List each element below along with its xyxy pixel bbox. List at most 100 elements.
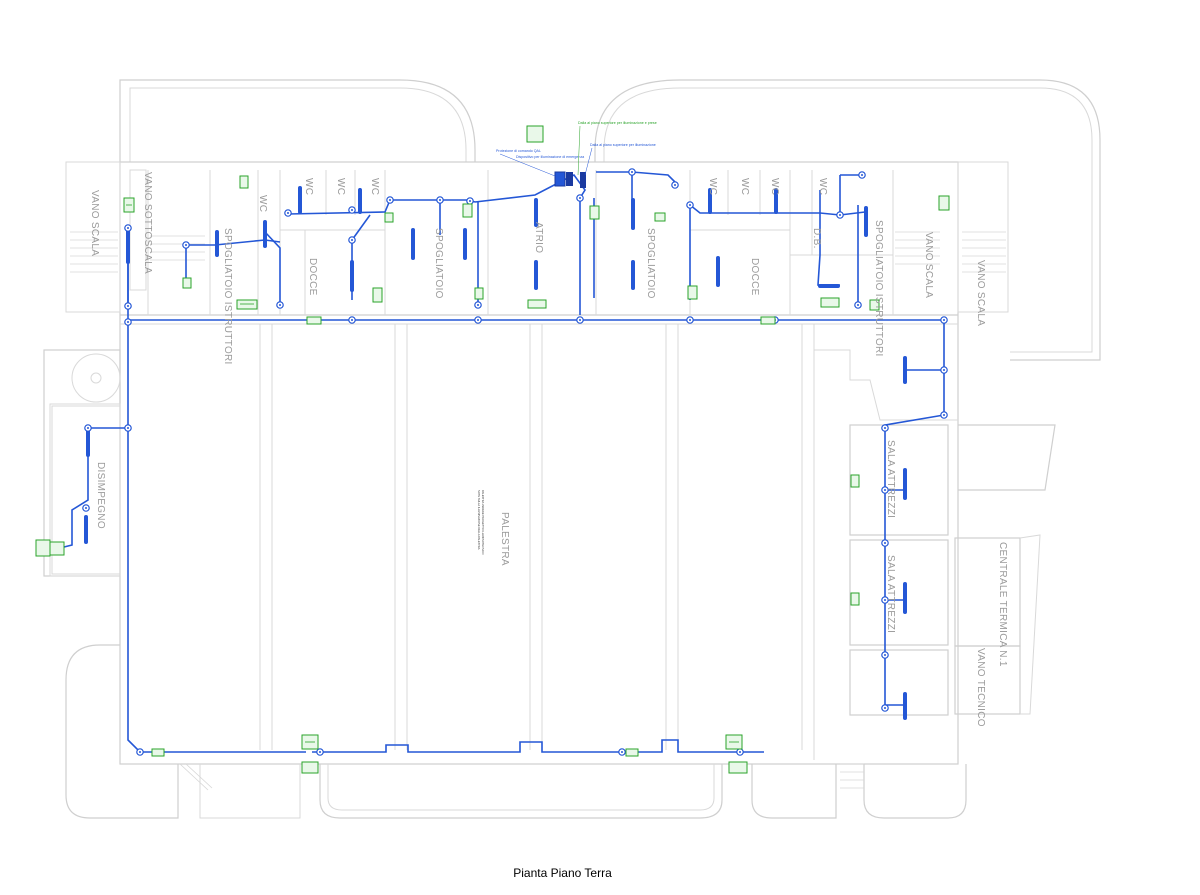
room-label: SPOGLIATOIO ISTRUTTORI — [222, 228, 233, 365]
junction-node — [671, 181, 679, 189]
switch-symbol — [527, 299, 547, 309]
junction-node — [576, 194, 584, 202]
room-label: VANO SCALA — [975, 260, 986, 326]
switch-symbol — [462, 203, 473, 218]
room-label: VANO SCALA — [89, 190, 100, 256]
switch-symbol — [301, 734, 319, 750]
switch-symbol — [123, 197, 135, 213]
room-label: ATRIO — [533, 222, 544, 253]
junction-node — [284, 209, 292, 217]
junction-node — [618, 748, 626, 756]
room-label: WC — [707, 178, 718, 195]
control-unit — [566, 172, 573, 186]
room-label: WC — [739, 178, 750, 195]
junction-node — [940, 366, 948, 374]
room-label: DOCCE — [749, 258, 760, 296]
junction-node — [348, 316, 356, 324]
annotation: NOTE SULLA ILLUMINAZIONE DELLA PALESTRA — [477, 490, 481, 550]
junction-node — [386, 196, 394, 204]
junction-node — [124, 224, 132, 232]
junction-node — [316, 748, 324, 756]
room-label: CENTRALE TERMICA N.1 — [997, 542, 1008, 667]
junction-node — [474, 316, 482, 324]
room-label: D.B. — [811, 228, 822, 249]
switch-symbol — [49, 541, 65, 556]
junction-node — [348, 206, 356, 214]
room-label: SPOGLIATOIO — [433, 228, 444, 299]
junction-node — [736, 748, 744, 756]
room-label: VANO SOTTOSCALA — [142, 172, 153, 274]
junction-node — [881, 596, 889, 604]
switch-symbol — [372, 287, 383, 303]
switch-symbol — [239, 175, 249, 189]
annotation: Dalla al piano superiore per illuminazio… — [590, 143, 656, 147]
junction-node — [686, 201, 694, 209]
switch-symbol — [301, 761, 319, 774]
wiring — [59, 171, 945, 753]
junction-node — [124, 318, 132, 326]
annotation: Protezione di comando QAL — [496, 149, 541, 153]
annotations: Protezione di comando QAL Dispositivo pe… — [477, 121, 657, 554]
room-label: VANO TECNICO — [975, 648, 986, 727]
light-fixtures — [84, 186, 907, 720]
switch-symbol — [236, 299, 258, 310]
annotation: Dalla al piano superiore per illuminazio… — [578, 121, 657, 125]
room-label: PALESTRA — [499, 512, 510, 566]
junction-node — [940, 316, 948, 324]
junction-node — [82, 504, 90, 512]
switch-symbol — [589, 205, 600, 220]
switch-symbol — [526, 125, 544, 143]
room-label: DOCCE — [307, 258, 318, 296]
room-label: SPOGLIATOIO — [645, 228, 656, 299]
switch-symbol — [151, 748, 165, 757]
building-walls — [43, 79, 1101, 819]
switch-symbol — [687, 285, 698, 300]
plan-caption: Pianta Piano Terra — [513, 866, 612, 880]
room-label: DISIMPEGNO — [95, 462, 106, 529]
room-label: WC — [335, 178, 346, 195]
junction-node — [124, 424, 132, 432]
interior-walls — [51, 169, 1006, 791]
room-label: WC — [817, 178, 828, 195]
junction-node — [881, 651, 889, 659]
switch-symbol — [625, 748, 639, 757]
switch-symbol — [306, 316, 322, 325]
annotation: Dispositivo per illuminazione di emergen… — [516, 155, 584, 159]
room-labels: VANO SCALA VANO SOTTOSCALA SPOGLIATOIO I… — [89, 172, 1008, 727]
junction-node — [348, 236, 356, 244]
switch-symbol — [869, 299, 880, 311]
junction-node — [628, 168, 636, 176]
junction-node — [182, 241, 190, 249]
junction-node — [436, 196, 444, 204]
junction-node — [858, 171, 866, 179]
switch-symbol — [182, 277, 192, 289]
junction-node — [276, 301, 284, 309]
room-label: WC — [303, 178, 314, 195]
control-unit — [554, 171, 566, 187]
junction-node — [136, 748, 144, 756]
switch-symbol — [850, 474, 860, 488]
switch-symbol — [760, 316, 776, 325]
junction-node — [836, 211, 844, 219]
room-label: VANO SCALA — [923, 232, 934, 298]
switch-symbol — [474, 287, 484, 300]
junction-node — [881, 486, 889, 494]
room-label: WC — [369, 178, 380, 195]
switch-symbol — [725, 734, 743, 750]
switch-symbol — [728, 761, 748, 774]
junction-node — [881, 704, 889, 712]
control-unit — [580, 172, 586, 188]
room-label: WC — [769, 178, 780, 195]
room-label: SALA ATTREZZI — [885, 555, 896, 633]
junction-node — [84, 424, 92, 432]
switch-symbol — [384, 212, 394, 223]
switch-symbol — [938, 195, 950, 211]
switch-symbol — [850, 592, 860, 606]
switch-symbol — [820, 297, 840, 308]
junction-node — [686, 316, 694, 324]
junction-node — [474, 301, 482, 309]
annotation: PALESTRA VEDERE PROGETTO ILLUMINOTECNICO — [481, 490, 485, 554]
junction-node — [466, 197, 474, 205]
junction-node — [940, 411, 948, 419]
